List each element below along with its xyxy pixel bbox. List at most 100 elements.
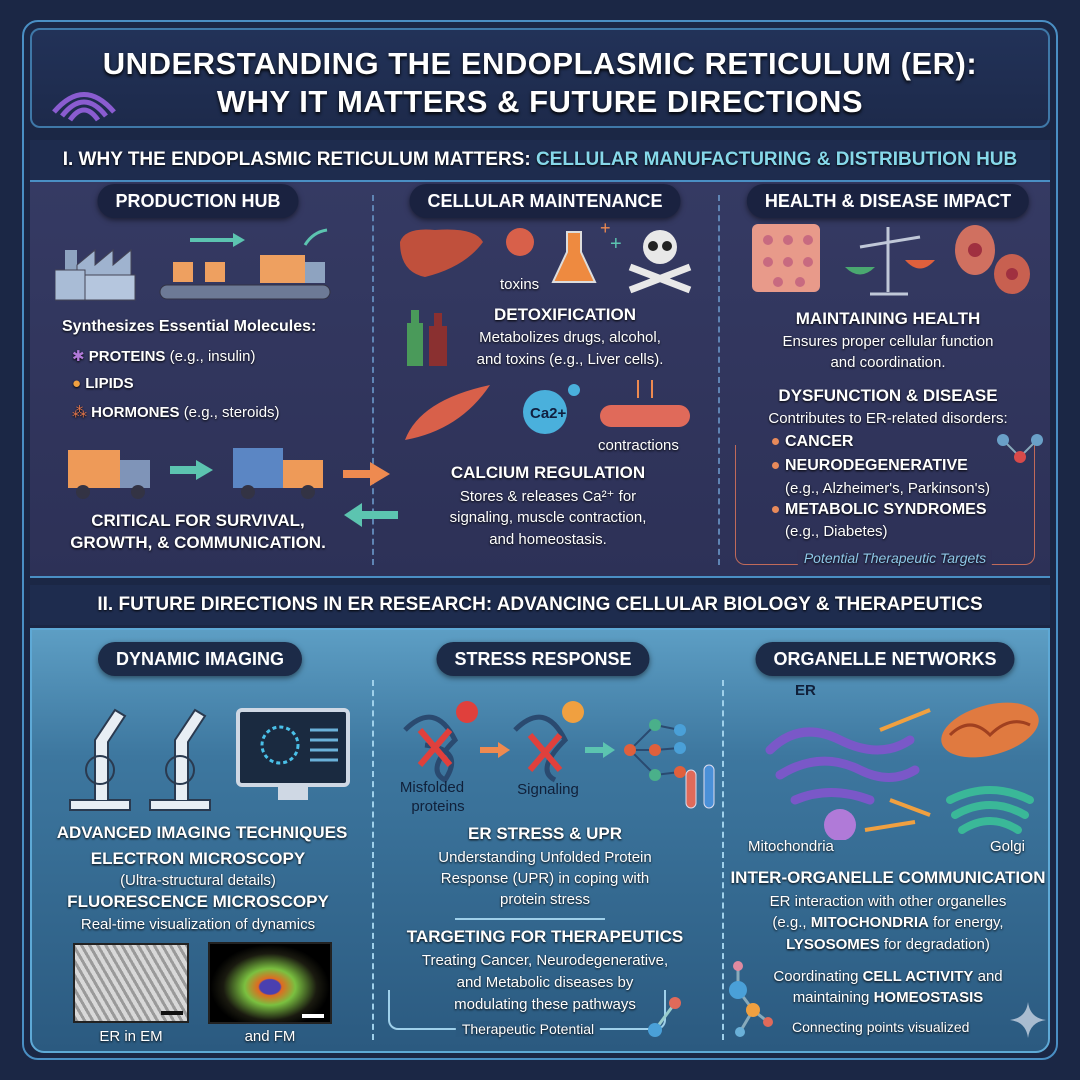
er-label: ER xyxy=(795,682,816,699)
synthesizes-intro: Synthesizes Essential Molecules: xyxy=(62,318,317,335)
disorder-metabolic: METABOLIC SYNDROMES xyxy=(772,501,986,519)
detox-line2: and toxins (e.g., Liver cells). xyxy=(476,351,664,368)
targeting-therapeutics-title: TARGETING FOR THERAPEUTICS xyxy=(406,927,684,946)
therapeutic-targets-label: Potential Therapeutic Targets xyxy=(797,550,993,566)
molecule-icon xyxy=(997,434,1043,463)
disease-intro: Contributes to ER-related disorders: xyxy=(768,410,1008,427)
disorder-neurodegenerative: NEURODEGENERATIVE xyxy=(772,457,968,475)
comm-line3: LYSOSOMES for degradation) xyxy=(786,936,990,953)
comm-line1: ER interaction with other organelles xyxy=(769,893,1007,910)
outer-frame xyxy=(22,20,1058,1060)
section2-panel xyxy=(30,628,1050,1053)
molecule-icon: ✱ xyxy=(72,348,85,365)
upr-line1: Understanding Unfolded Protein xyxy=(438,849,652,866)
disorder-cancer: CANCER xyxy=(772,433,853,451)
muscle-icon xyxy=(405,385,490,440)
disorder-name: METABOLIC SYNDROMES xyxy=(785,501,987,518)
comm-line2: (e.g., MITOCHONDRIA for energy, xyxy=(772,914,1003,931)
contracting-muscle-icon xyxy=(600,405,690,427)
liver-icon xyxy=(400,229,483,277)
section1-panel xyxy=(30,180,1050,578)
calcium-ion-label: Ca2+ xyxy=(530,405,567,422)
dysfunction-title: DYSFUNCTION & DISEASE xyxy=(778,386,998,405)
upr-line3: protein stress xyxy=(499,891,591,908)
microscope-icon xyxy=(149,708,211,811)
virus-icon xyxy=(506,228,534,256)
section1-heading: I. WHY THE ENDOPLASMIC RETICULUM MATTERS… xyxy=(30,140,1050,180)
balance-scale-icon xyxy=(845,227,935,296)
detox-line1: Metabolizes drugs, alcohol, xyxy=(479,329,661,346)
misfolded-label-line1: Misfolded xyxy=(399,779,465,796)
cellular-maintenance-title: CELLULAR MAINTENANCE xyxy=(409,184,681,218)
fm-desc: Real-time visualization of dynamics xyxy=(80,916,316,933)
bottles-icon xyxy=(407,310,447,366)
calcium-line3: and homeostasis. xyxy=(489,531,607,548)
ther-line3: modulating these pathways xyxy=(454,996,636,1013)
bullet-icon xyxy=(772,438,779,446)
maintaining-health-title: MAINTAINING HEALTH xyxy=(795,309,981,328)
text-bold: LYSOSOMES xyxy=(786,936,880,953)
detox-title: DETOXIFICATION xyxy=(494,305,636,324)
toxins-label: toxins xyxy=(500,276,540,293)
title-box xyxy=(30,28,1050,128)
calcium-line2: signaling, muscle contraction, xyxy=(449,509,647,526)
section1-heading-highlight: CELLULAR MANUFACTURING & DISTRIBUTION HU… xyxy=(535,149,1018,170)
item-name: PROTEINS xyxy=(88,348,166,365)
diseased-cells-icon xyxy=(955,225,1030,294)
misfolded-protein-icon xyxy=(403,714,459,784)
scale-bar xyxy=(161,1011,183,1015)
scale-bar xyxy=(302,1014,324,1018)
inter-organelle-title: INTER-ORGANELLE COMMUNICATION xyxy=(730,868,1046,887)
return-arrow-icon xyxy=(344,503,398,527)
signaling-network-icon xyxy=(624,719,686,781)
flask-icon xyxy=(551,231,597,283)
section2-heading: II. FUTURE DIRECTIONS IN ER RESEARCH: AD… xyxy=(30,585,1050,625)
item-name: HORMONES xyxy=(91,404,180,421)
production-hub-title: PRODUCTION HUB xyxy=(97,184,299,218)
health-icons xyxy=(752,224,1030,296)
factory-conveyor-icon xyxy=(55,228,331,301)
health-line2: and coordination. xyxy=(830,354,946,371)
molecule-network-icon xyxy=(729,961,773,1037)
calcium-title: CALCIUM REGULATION xyxy=(450,463,646,482)
em-desc: (Ultra-structural details) xyxy=(120,872,276,889)
misfolded-protein-signaling-icon xyxy=(403,701,686,784)
disorder-example: (e.g., Alzheimer's, Parkinson's) xyxy=(785,480,990,497)
fm-micrograph-image xyxy=(208,942,332,1024)
calcium-line1: Stores & releases Ca²⁺ for xyxy=(459,488,637,505)
upr-line2: Response (UPR) in coping with xyxy=(440,870,650,887)
text: maintaining xyxy=(792,989,874,1006)
skull-icon xyxy=(643,230,677,264)
error-icon xyxy=(456,701,478,723)
microscope-icon xyxy=(69,708,131,811)
er-organelle-icon xyxy=(52,92,116,122)
advanced-imaging-heading: ADVANCED IMAGING TECHNIQUES xyxy=(56,823,348,842)
bullet-icon xyxy=(772,506,779,514)
coord-line2: maintaining HOMEOSTASIS xyxy=(793,989,984,1006)
calcium-icons: Ca2+ xyxy=(405,380,690,440)
dynamic-imaging-title: DYNAMIC IMAGING xyxy=(98,642,302,676)
molecule-item-proteins: ✱ PROTEINS (e.g., insulin) xyxy=(72,347,255,365)
misfolded-label-line2: proteins xyxy=(411,798,465,815)
text-bold: CELL ACTIVITY xyxy=(862,968,974,985)
text: (e.g., xyxy=(772,914,811,931)
er-icon xyxy=(765,727,920,805)
golgi-label: Golgi xyxy=(990,838,1026,855)
lysosome-icon xyxy=(824,809,856,840)
ther-line2: and Metabolic diseases by xyxy=(456,974,634,991)
section1-heading-prefix: I. WHY THE ENDOPLASMIC RETICULUM MATTERS… xyxy=(62,149,531,170)
organelle-networks-title: ORGANELLE NETWORKS xyxy=(755,642,1015,676)
text: and xyxy=(973,968,1003,985)
text-bold: HOMEOSTASIS xyxy=(873,989,984,1006)
text: for degradation) xyxy=(879,936,990,953)
column-divider xyxy=(372,195,374,565)
disorder-example: (e.g., Diabetes) xyxy=(785,523,888,540)
disorder-name: NEURODEGENERATIVE xyxy=(785,457,968,474)
svg-text:+: + xyxy=(600,222,611,238)
detox-icons: ++ xyxy=(400,222,692,294)
connecting-points-label: Connecting points visualized xyxy=(792,1019,970,1035)
disorder-name: CANCER xyxy=(785,433,854,450)
caption-em: ER in EM xyxy=(99,1028,163,1045)
molecule-icon xyxy=(648,997,681,1037)
mitochondria-icon xyxy=(941,702,1039,758)
